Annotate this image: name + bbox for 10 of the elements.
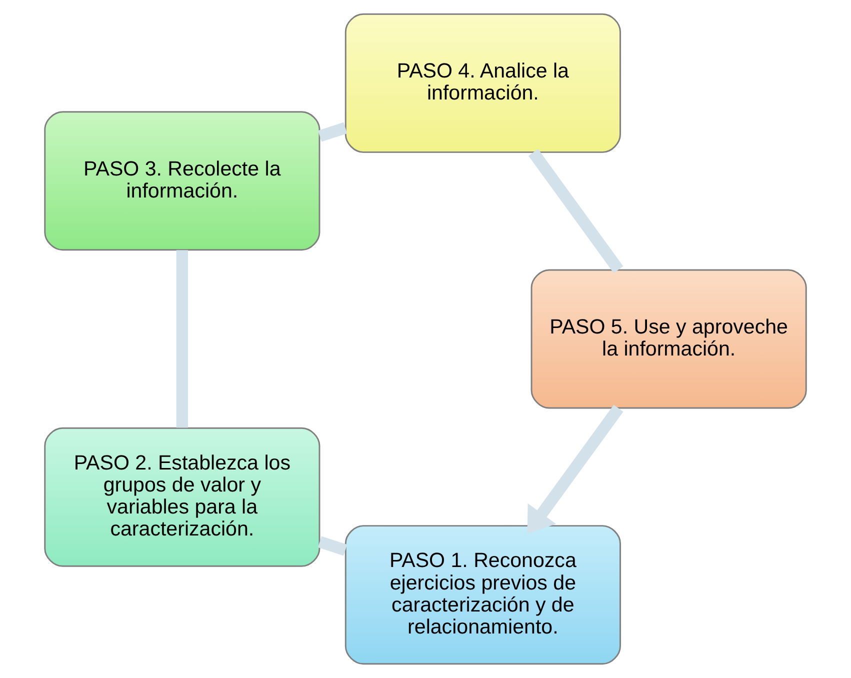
connector — [528, 148, 624, 274]
node-box: PASO 4. Analice la información. — [344, 13, 621, 153]
node-box: PASO 5. Use y aproveche la información. — [530, 269, 807, 409]
node-box: PASO 2. Establezca los grupos de valor y variables para la caracterización. — [44, 427, 320, 567]
node-box: PASO 1. Reconozca ejercicios previos de caracterización y de relacionamiento. — [344, 525, 621, 665]
node-box: PASO 3. Recolecte la información. — [44, 111, 320, 251]
arrow — [527, 404, 624, 534]
connector — [318, 122, 348, 142]
connector — [176, 250, 188, 428]
connector — [318, 536, 348, 556]
